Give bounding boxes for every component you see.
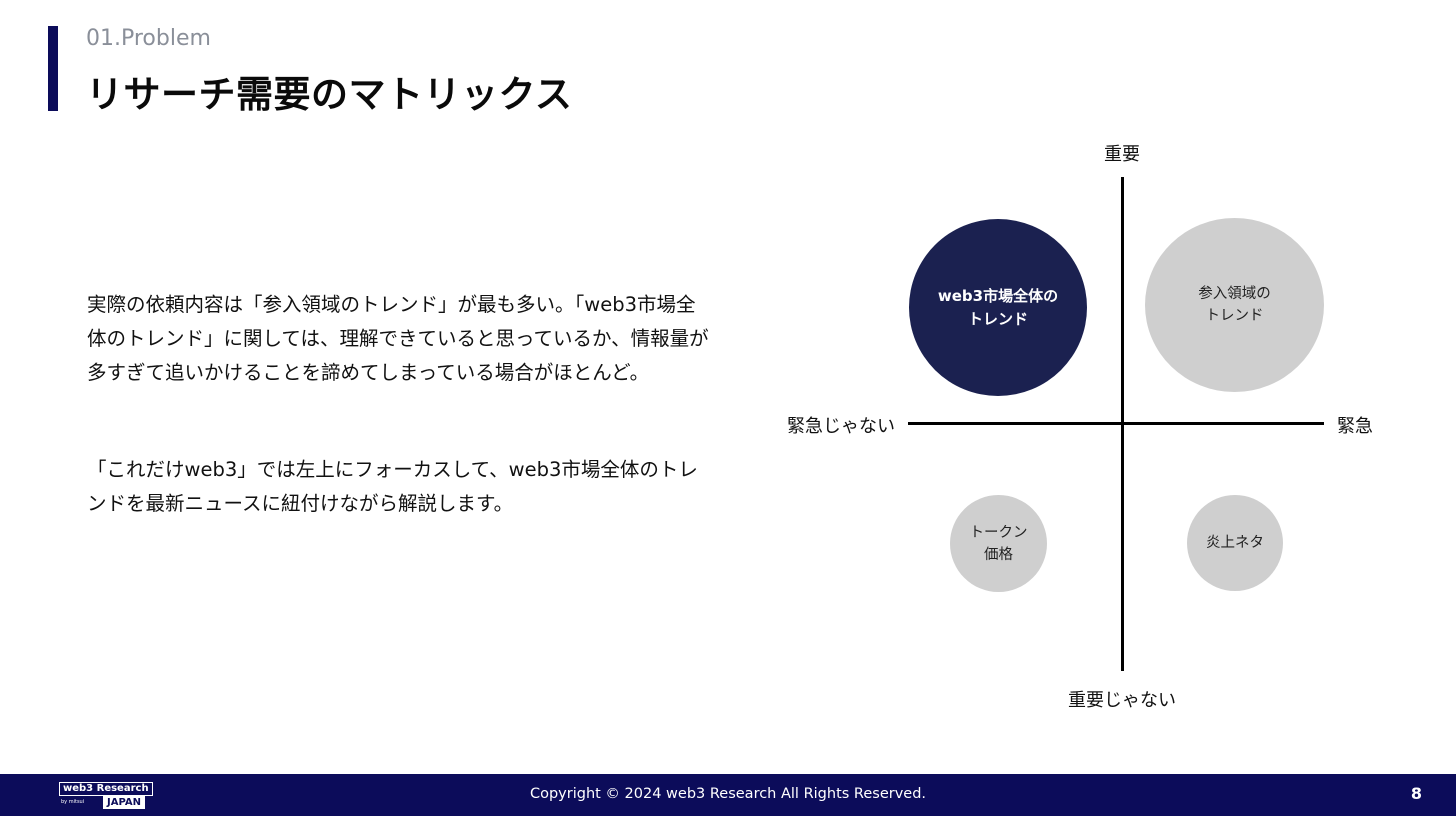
bubble-web3-market-trend: web3市場全体の トレンド [909, 219, 1087, 396]
logo-region: JAPAN [103, 796, 145, 809]
axis-label-not-important: 重要じゃない [1068, 690, 1176, 711]
axis-label-important: 重要 [1104, 144, 1140, 165]
urgency-axis [908, 422, 1324, 425]
bubble-token-price: トークン 価格 [950, 495, 1047, 592]
section-label: 01.Problem [86, 26, 211, 51]
bubble-label: web3市場全体の トレンド [937, 286, 1059, 328]
accent-bar [48, 26, 58, 111]
bubble-controversy-topics: 炎上ネタ [1187, 495, 1283, 591]
axis-label-not-urgent: 緊急じゃない [787, 416, 895, 437]
copyright-text: Copyright © 2024 web3 Research All Right… [529, 786, 927, 802]
bubble-label: トークン 価格 [969, 524, 1028, 563]
body-paragraph-1: 実際の依頼内容は「参入領域のトレンド」が最も多い。「web3市場全体のトレンド」… [87, 293, 709, 384]
bubble-entry-area-trend: 参入領域の トレンド [1145, 218, 1324, 392]
axis-label-urgent: 緊急 [1337, 416, 1373, 437]
bubble-label: 参入領域の トレンド [1198, 286, 1271, 324]
logo-byline: by mitsui [61, 799, 85, 805]
page-title: リサーチ需要のマトリックス [86, 73, 573, 116]
logo-wordmark: web3 Research [59, 782, 153, 796]
bubble-label: 炎上ネタ [1206, 535, 1264, 551]
page-number: 8 [1410, 784, 1422, 803]
importance-axis [1121, 177, 1124, 671]
brand-logo: web3 Research by mitsui JAPAN [59, 782, 153, 810]
body-paragraph-2: 「これだけweb3」では左上にフォーカスして、web3市場全体のトレンドを最新ニ… [87, 458, 698, 515]
footer-bar: web3 Research by mitsui JAPAN Copyright … [0, 774, 1456, 816]
